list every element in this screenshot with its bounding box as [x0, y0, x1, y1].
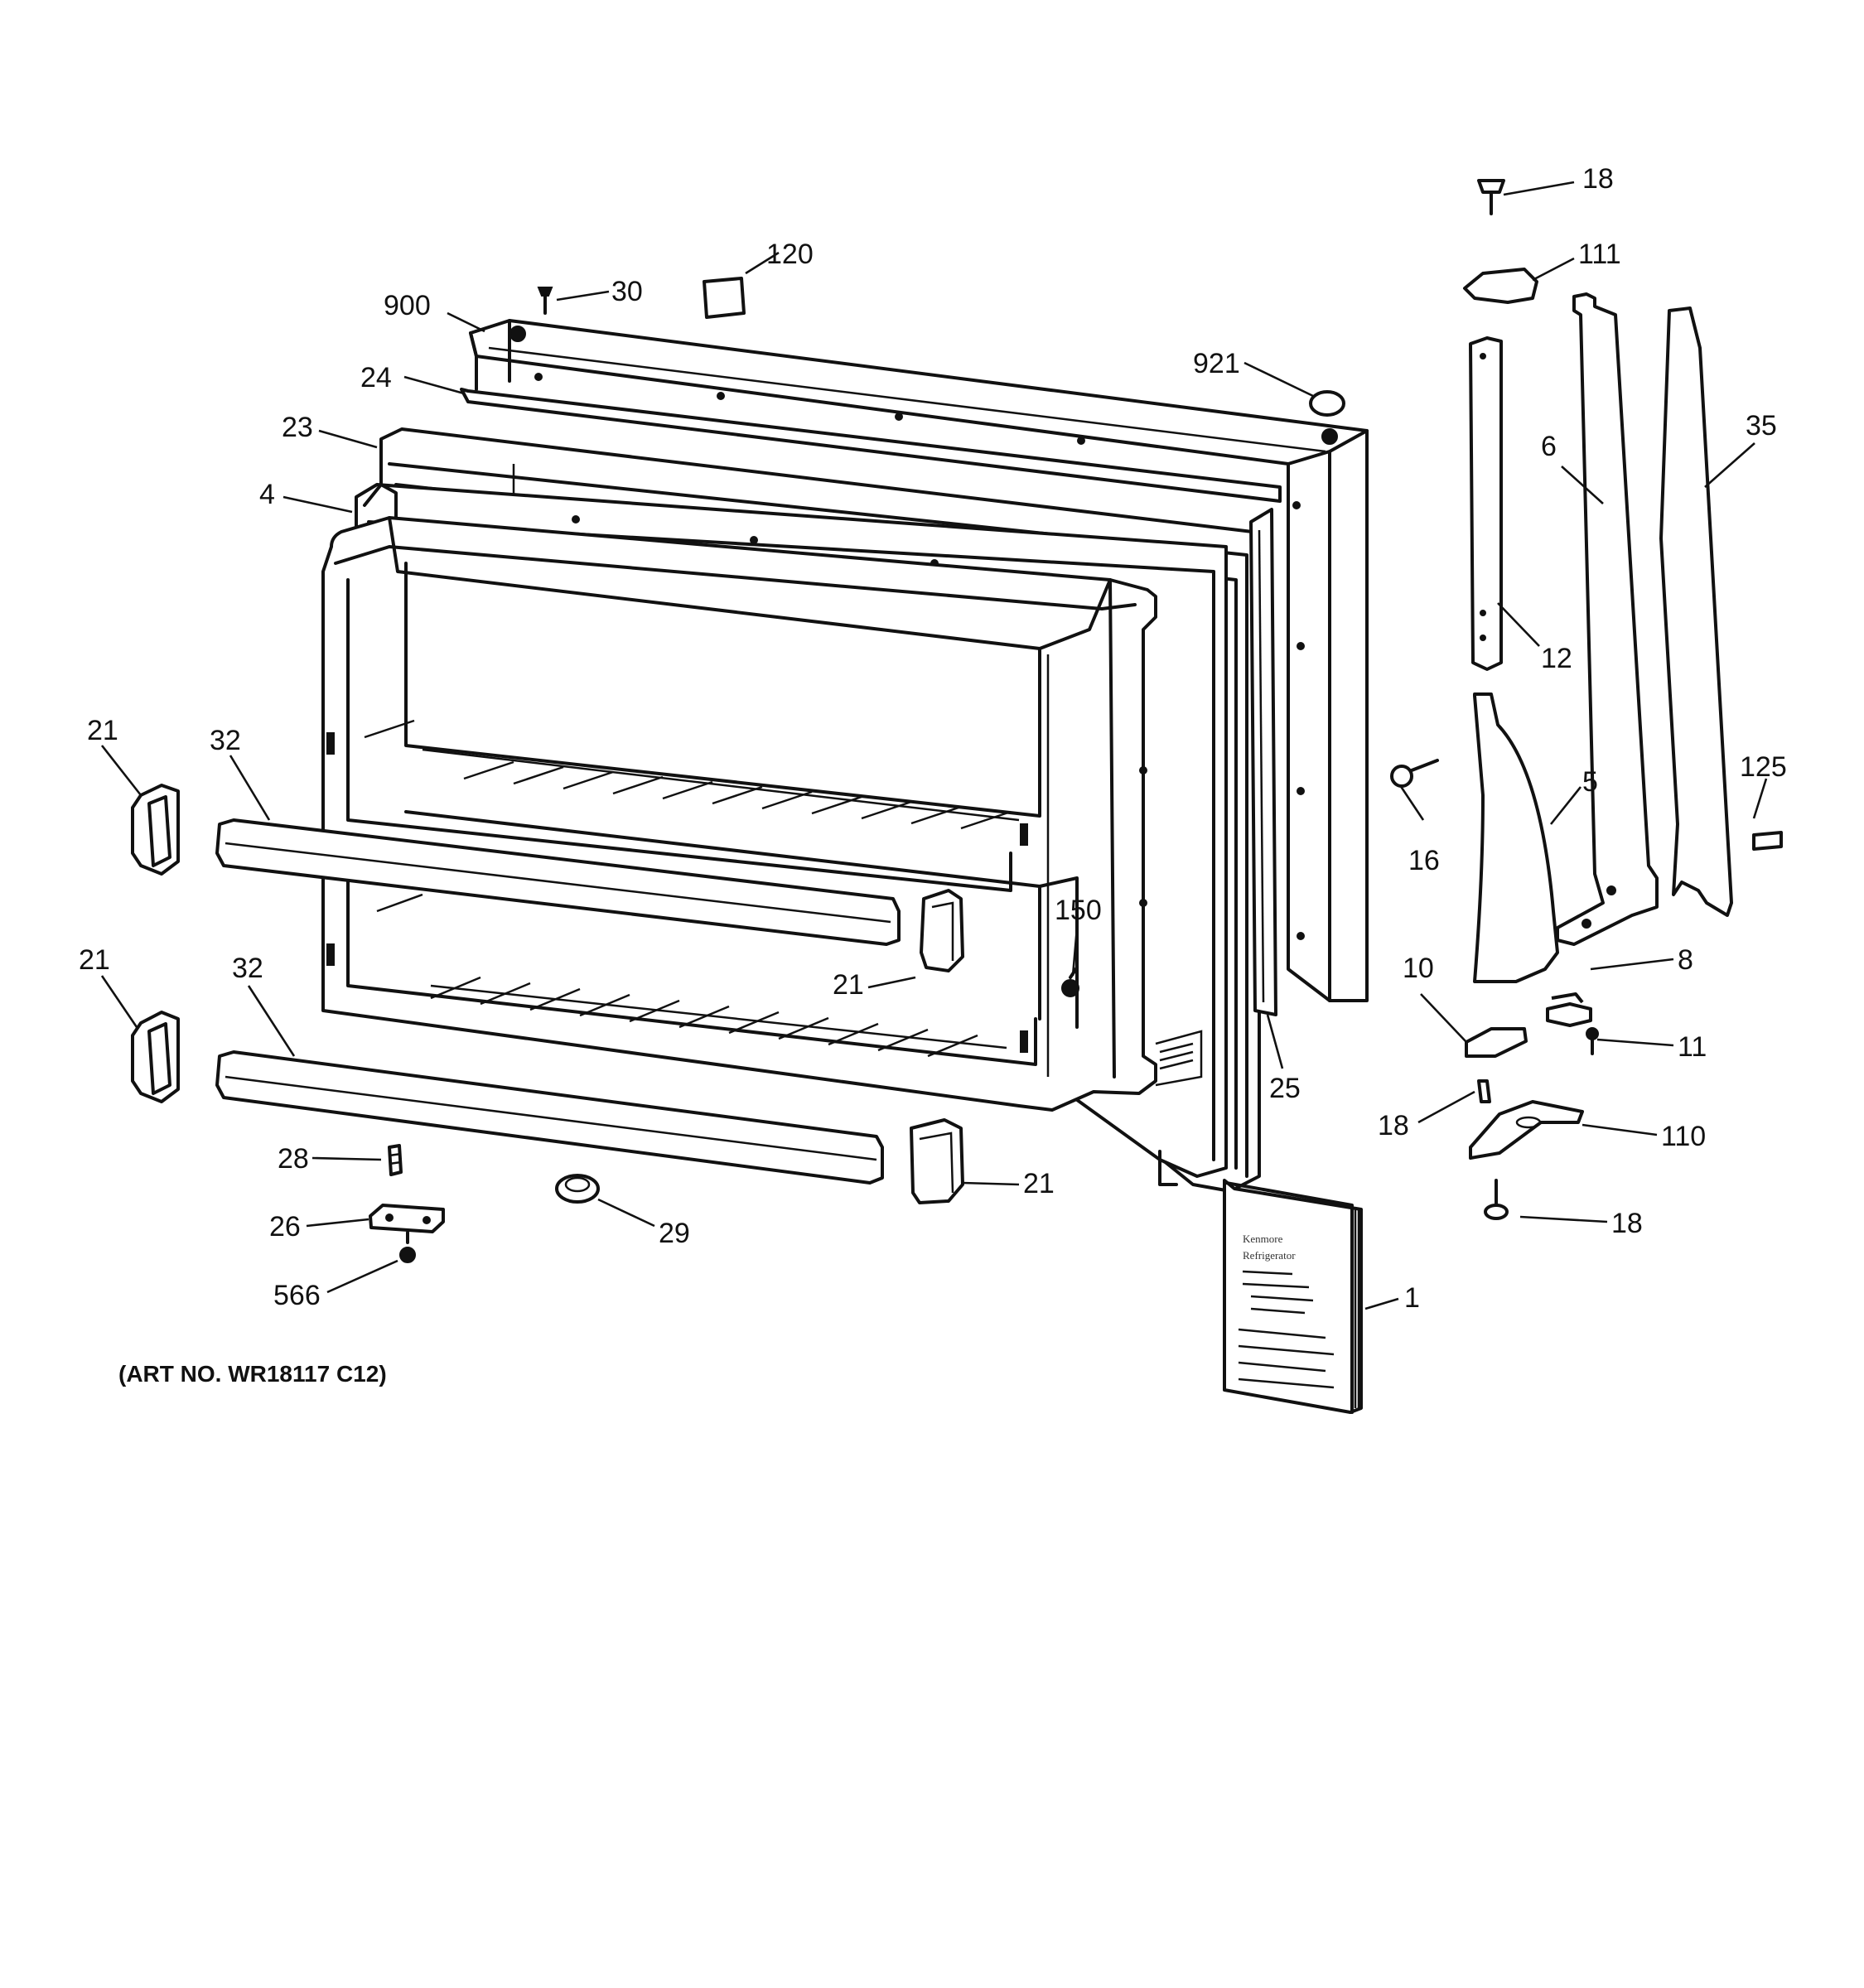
part-900-outer-door [469, 319, 1369, 1002]
callout-18: 18 [1611, 1208, 1643, 1239]
callout-6: 6 [1541, 431, 1557, 462]
callout-16: 16 [1408, 845, 1440, 876]
part-29-grommet [555, 1174, 600, 1204]
part-5-hinge-cover [1473, 692, 1559, 983]
part-16-screw [1390, 759, 1439, 788]
leader-lines [100, 181, 1768, 1310]
callout-28: 28 [278, 1143, 309, 1175]
part-28-screw [388, 1144, 403, 1176]
callout-32: 32 [232, 953, 263, 984]
callout-921: 921 [1193, 348, 1240, 379]
callout-18: 18 [1378, 1110, 1409, 1141]
part-21-end-cap-upper-left [131, 784, 180, 876]
part-566-screw [399, 1231, 416, 1263]
part-30-screw [537, 287, 553, 315]
callout-21: 21 [833, 969, 864, 1001]
part-120-block [703, 277, 746, 319]
callout-110: 110 [1661, 1121, 1706, 1152]
callout-900: 900 [384, 290, 431, 321]
part-18-mid-screw [1477, 1079, 1491, 1103]
callout-125: 125 [1740, 751, 1787, 783]
part-921-plug [1309, 390, 1345, 417]
callout-11: 11 [1678, 1031, 1707, 1063]
callout-150: 150 [1055, 895, 1102, 926]
part-26-plate [369, 1204, 445, 1233]
callout-18: 18 [1582, 163, 1614, 195]
part-111-hinge-cap [1463, 268, 1538, 304]
callout-25: 25 [1269, 1073, 1301, 1104]
callout-21: 21 [87, 715, 118, 746]
callout-5: 5 [1582, 766, 1598, 798]
inner-door-liner [321, 516, 1203, 1112]
callout-35: 35 [1746, 410, 1777, 442]
callout-4: 4 [259, 479, 275, 510]
callout-566: 566 [273, 1280, 321, 1311]
art-number: (ART NO. WR18117 C12) [118, 1361, 387, 1387]
part-1-owner-manual: Kenmore Refrigerator [1223, 1179, 1363, 1414]
callout-21: 21 [1023, 1168, 1055, 1199]
manual-brand: Kenmore [1243, 1233, 1283, 1245]
callout-12: 12 [1541, 643, 1572, 674]
part-32-lower-shelf-bar [215, 1050, 884, 1185]
callout-111: 111 [1578, 239, 1621, 270]
part-21-end-cap-lower-left [131, 1011, 180, 1103]
callout-23: 23 [282, 412, 313, 443]
callout-32: 32 [210, 725, 241, 756]
part-12-strap [1469, 336, 1503, 671]
part-110-hinge [1469, 1100, 1584, 1160]
part-18-bottom-screw [1484, 1179, 1509, 1220]
part-10-hinge-pin [1465, 1027, 1528, 1058]
callout-30: 30 [611, 276, 643, 307]
part-18-top-screw [1477, 179, 1505, 215]
part-8-bushing [1546, 992, 1592, 1027]
part-11-screw [1586, 1027, 1599, 1055]
lower-shelf-ribs [430, 976, 978, 1058]
part-25-hinge-strip [1249, 508, 1277, 1016]
part-21-end-cap-lower-right [910, 1118, 964, 1204]
callout-8: 8 [1678, 944, 1693, 976]
callout-29: 29 [659, 1218, 690, 1249]
callout-21: 21 [79, 944, 110, 976]
part-21-end-cap-upper-right [920, 889, 964, 972]
callout-labels: 18 111 120 30 900 921 24 23 4 6 35 12 21… [79, 163, 1787, 1314]
part-32-upper-shelf-bar [215, 818, 901, 946]
callout-10: 10 [1403, 953, 1434, 984]
part-24-top-strip [460, 388, 1282, 503]
part-125-plug [1752, 831, 1783, 851]
callout-26: 26 [269, 1211, 301, 1242]
manual-subtitle: Refrigerator [1243, 1249, 1296, 1262]
callout-120: 120 [766, 239, 814, 270]
callout-1: 1 [1404, 1282, 1420, 1314]
upper-shelf-ribs [463, 760, 1012, 830]
part-35-trim [1659, 306, 1733, 917]
part-6-bracket [1556, 292, 1659, 946]
callout-24: 24 [360, 362, 392, 393]
